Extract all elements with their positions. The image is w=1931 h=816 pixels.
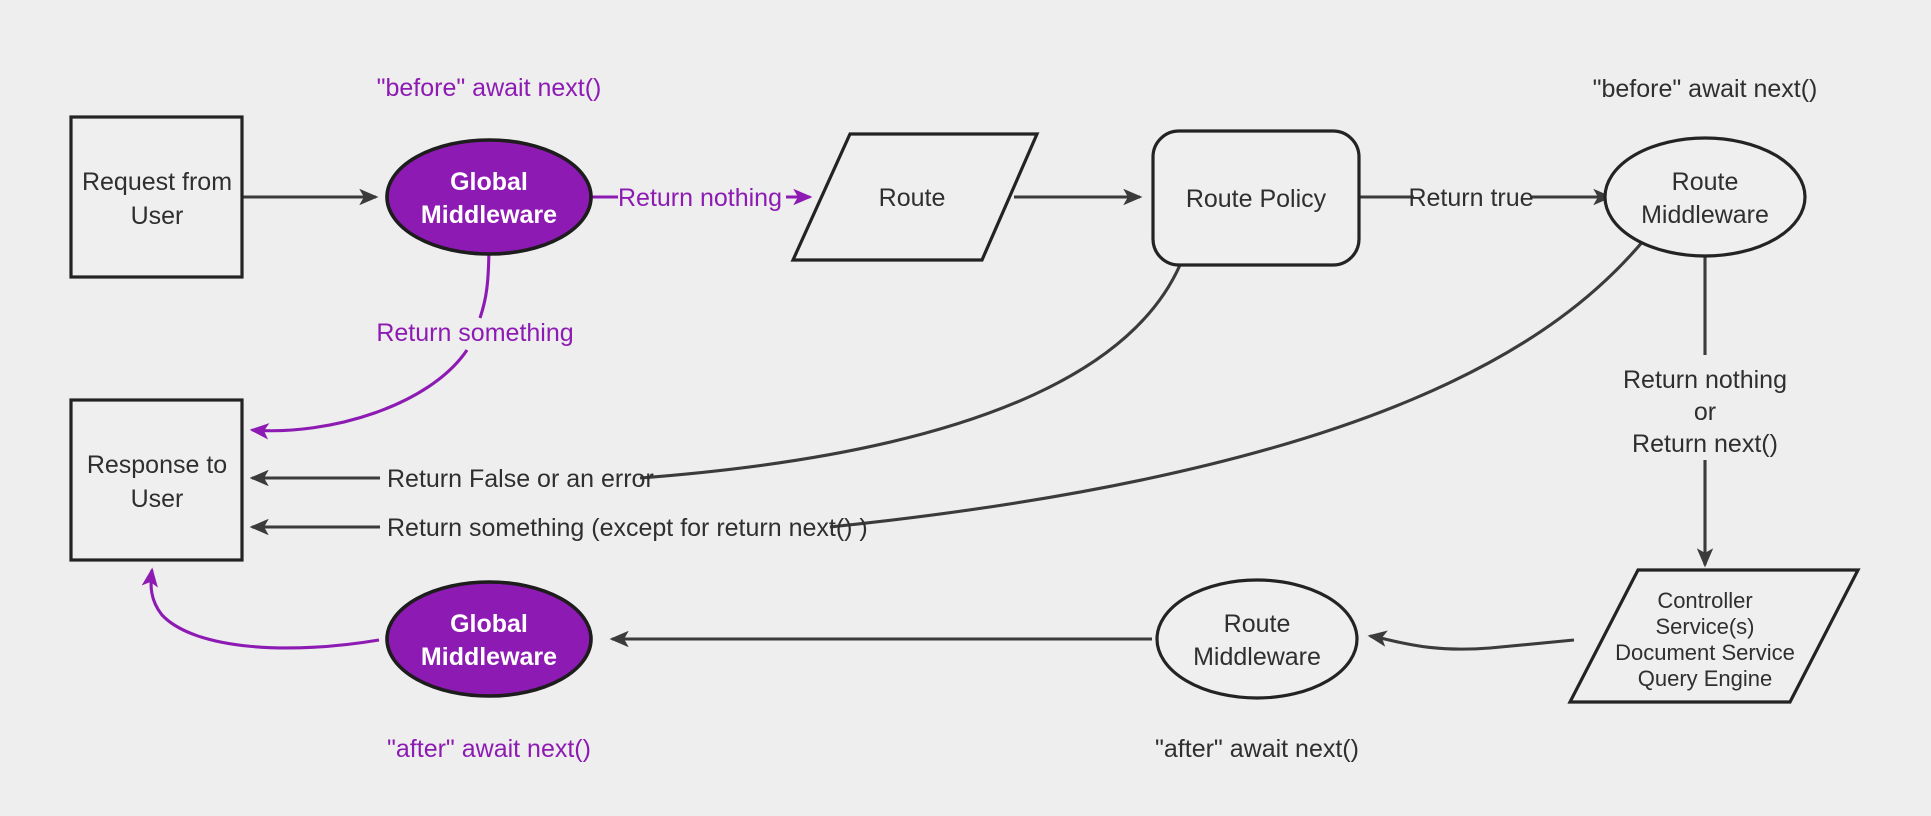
node-request-from-user[interactable]: Request from User bbox=[69, 115, 244, 279]
global-middleware-top-label-line2: Middleware bbox=[421, 201, 557, 229]
controller-label-line2: Service(s) bbox=[1655, 614, 1754, 639]
node-route-middleware-top[interactable]: Route Middleware bbox=[1603, 136, 1807, 258]
controller-label-line4: Query Engine bbox=[1638, 666, 1773, 691]
controller-shape bbox=[1567, 568, 1861, 704]
edge-label-return-nothing-or-next-line3: Return next() bbox=[1632, 430, 1778, 458]
edge-global-mw-to-response bbox=[249, 349, 469, 440]
edge-label-return-nothing-or-next-line1: Return nothing bbox=[1623, 366, 1787, 394]
global-middleware-bottom-shape bbox=[385, 580, 593, 698]
edge-label-return-false-or-error: Return False or an error bbox=[387, 465, 654, 493]
annotation-before-await-next-route: "before" await next() bbox=[1593, 75, 1818, 103]
edge-route-policy-to-response-curve bbox=[639, 264, 1182, 480]
global-middleware-bottom-label-line2: Middleware bbox=[421, 643, 557, 671]
annotation-before-await-next-global: "before" await next() bbox=[377, 74, 602, 102]
annotation-after-await-next-route: "after" await next() bbox=[1155, 735, 1359, 763]
controller-label-line1: Controller bbox=[1657, 588, 1752, 613]
edge-controller-to-route-middleware-bottom bbox=[1367, 630, 1575, 651]
global-middleware-bottom-label-line1: Global bbox=[450, 610, 528, 638]
route-middleware-bottom-label-line2: Middleware bbox=[1193, 643, 1321, 671]
controller-label-line3: Document Service bbox=[1615, 640, 1795, 665]
route-middleware-bottom-shape bbox=[1155, 578, 1359, 700]
route-middleware-top-label-line2: Middleware bbox=[1641, 201, 1769, 229]
edge-global-mw-bottom-to-response bbox=[141, 567, 380, 650]
annotation-after-await-next-global: "after" await next() bbox=[387, 735, 591, 763]
response-label-line2: User bbox=[131, 485, 184, 513]
node-response-to-user[interactable]: Response to User bbox=[69, 398, 244, 562]
global-middleware-top-shape bbox=[385, 138, 593, 256]
route-label: Route bbox=[879, 184, 946, 212]
edge-label-return-nothing: Return nothing bbox=[618, 184, 782, 212]
response-label-line1: Response to bbox=[87, 451, 227, 479]
edge-label-return-something-except-next: Return something (except for return next… bbox=[387, 514, 868, 542]
node-route[interactable]: Route bbox=[790, 132, 1040, 262]
route-middleware-top-label-line1: Route bbox=[1672, 168, 1739, 196]
edge-label-return-true: Return true bbox=[1408, 184, 1533, 212]
route-policy-shape bbox=[1151, 129, 1361, 267]
request-label-line2: User bbox=[131, 202, 184, 230]
global-middleware-top-label-line1: Global bbox=[450, 168, 528, 196]
node-global-middleware-top[interactable]: Global Middleware bbox=[385, 138, 593, 256]
node-route-policy[interactable]: Route Policy bbox=[1151, 129, 1361, 267]
node-route-middleware-bottom[interactable]: Route Middleware bbox=[1155, 578, 1359, 700]
route-shape bbox=[790, 132, 1040, 262]
response-box-shape bbox=[69, 398, 244, 562]
edge-label-return-nothing-or-next-line2: or bbox=[1694, 398, 1716, 426]
route-policy-label: Route Policy bbox=[1186, 185, 1327, 213]
edge-label-return-something: Return something bbox=[376, 319, 573, 347]
route-middleware-top-shape bbox=[1603, 136, 1807, 258]
request-box-shape bbox=[69, 115, 244, 279]
node-global-middleware-bottom[interactable]: Global Middleware bbox=[385, 580, 593, 698]
edge-route-mw-to-response-curve bbox=[829, 239, 1646, 529]
request-label-line1: Request from bbox=[82, 168, 232, 196]
node-controller-services[interactable]: Controller Service(s) Document Service Q… bbox=[1567, 568, 1861, 704]
route-middleware-bottom-label-line1: Route bbox=[1224, 610, 1291, 638]
